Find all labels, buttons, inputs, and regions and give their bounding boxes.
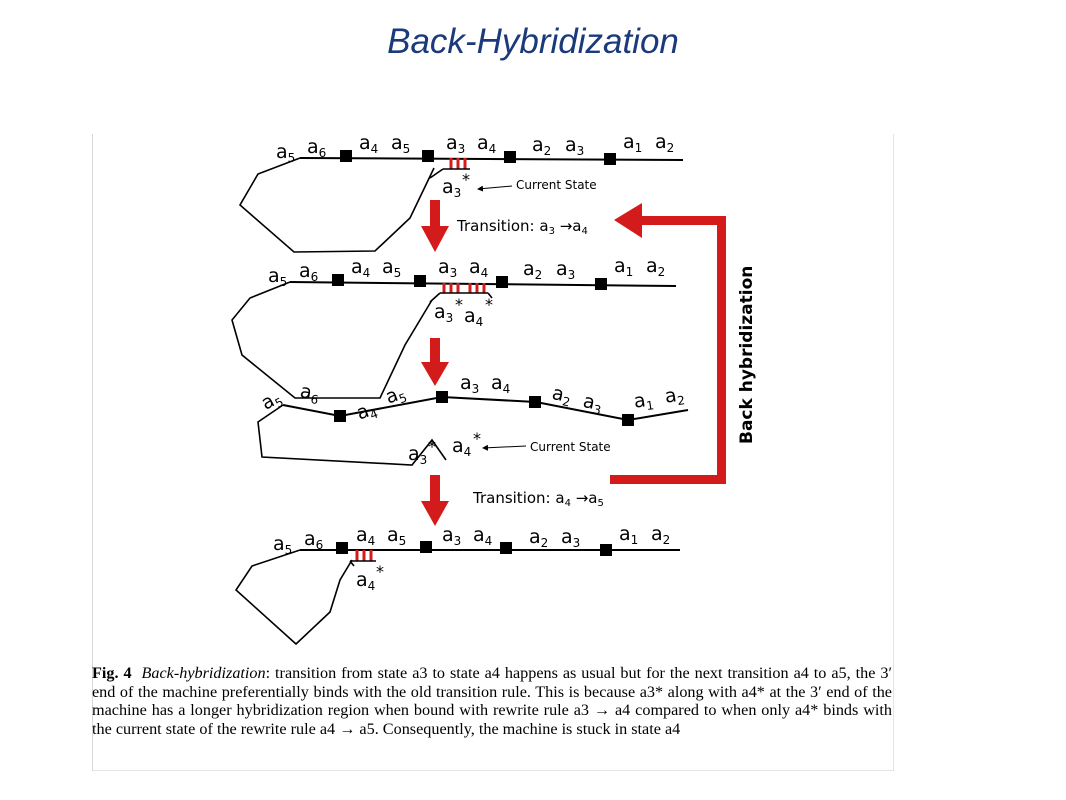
junction-square <box>422 150 434 162</box>
star-mark: * <box>455 295 463 314</box>
symbol-label: a3 <box>561 526 580 550</box>
star-mark: * <box>376 562 384 581</box>
caption-fig-label: Fig. 4 <box>92 664 132 682</box>
junction-square <box>600 544 612 556</box>
probe-label: a3 <box>442 176 461 200</box>
symbol-label: a5 <box>387 524 406 548</box>
symbol-label: a3 <box>438 256 457 280</box>
slide-title: Back-Hybridization <box>387 22 679 61</box>
symbol-label: a5 <box>382 256 401 280</box>
symbol-label: a4 <box>491 372 510 396</box>
symbol-label: a6 <box>298 380 321 407</box>
strand-1 <box>299 157 684 161</box>
transition-arrow-2 <box>421 338 449 386</box>
probe-label: a4 <box>356 569 375 593</box>
junction-square <box>334 410 346 422</box>
junction-square <box>496 276 508 288</box>
symbol-label: a1 <box>623 131 642 155</box>
junction-square <box>504 151 516 163</box>
symbol-label: a2 <box>655 131 674 155</box>
star-mark: * <box>462 170 470 189</box>
stage-2: a5 a6 a4 a5 a3 a4 a2 a3 a1 a2 a3 * a4 * <box>231 255 677 399</box>
symbol-label: a4 <box>356 524 375 548</box>
symbol-label: a5 <box>276 141 295 165</box>
transition-2-label: Transition: a4 →a5 <box>472 489 604 509</box>
symbol-label: a2 <box>532 134 551 158</box>
caption-title: Back-hybridization <box>141 664 266 682</box>
symbol-label: a3 <box>460 372 479 396</box>
symbol-label: a2 <box>646 255 665 279</box>
symbol-label: a3 <box>581 390 605 417</box>
back-hybridization-diagram: a5 a6 a4 a5 a3 a4 a2 a3 a1 a2 a3 * Curre… <box>231 131 757 646</box>
loop-1 <box>238 157 435 253</box>
symbol-label: a4 <box>354 397 380 426</box>
probe-label: a3 <box>434 301 453 325</box>
loop-3 <box>257 404 447 466</box>
probe-label: a4 <box>464 305 483 329</box>
transition-arrow-3 <box>421 475 449 526</box>
back-hybridization-label: Back hybridization <box>737 266 757 444</box>
symbol-label: a5 <box>391 132 410 156</box>
hybridization-bars <box>442 283 486 293</box>
star-mark: * <box>485 295 493 314</box>
probe-label: a3 <box>408 443 427 467</box>
figure-frame <box>92 134 894 771</box>
symbol-label: a1 <box>632 388 654 414</box>
stage-3: a5 a6 a4 a5 a3 a4 a2 a3 a1 a2 a3 * a4 * … <box>257 372 689 467</box>
back-hybridization-arrow <box>610 203 726 484</box>
symbol-label: a5 <box>383 381 409 410</box>
symbol-label: a5 <box>273 533 292 557</box>
symbol-label: a6 <box>304 528 323 552</box>
symbol-label: a4 <box>473 524 492 548</box>
symbol-label: a5 <box>268 265 287 289</box>
hybridization-bars <box>355 550 373 561</box>
junction-square <box>529 396 541 408</box>
symbol-label: a2 <box>529 526 548 550</box>
loop-2 <box>231 281 433 399</box>
hybridization-bars <box>449 158 467 169</box>
symbol-label: a1 <box>619 523 638 547</box>
symbol-label: a2 <box>523 258 542 282</box>
symbol-label: a2 <box>663 383 685 409</box>
symbol-label: a3 <box>442 524 461 548</box>
star-mark: * <box>473 429 481 448</box>
symbol-label: a6 <box>299 260 318 284</box>
transition-1-label: Transition: a3 →a4 <box>456 217 588 237</box>
symbol-label: a4 <box>351 256 370 280</box>
junction-square <box>622 414 634 426</box>
symbol-label: a3 <box>565 134 584 158</box>
symbol-label: a4 <box>477 132 496 156</box>
transition-arrow-1 <box>421 200 449 252</box>
junction-square <box>332 274 344 286</box>
current-state-note: Current State <box>516 178 597 192</box>
current-state-note: Current State <box>530 440 611 454</box>
loop-4 <box>234 549 353 646</box>
symbol-label: a3 <box>556 258 575 282</box>
junction-square <box>595 278 607 290</box>
symbol-label: a3 <box>446 132 465 156</box>
symbol-label: a2 <box>651 523 670 547</box>
junction-square <box>604 153 616 165</box>
symbol-label: a5 <box>258 386 286 416</box>
strand-3 <box>282 395 689 422</box>
caption-text: : transition from state a3 to state a4 h… <box>92 664 893 738</box>
junction-square <box>420 541 432 553</box>
symbol-label: a1 <box>614 255 633 279</box>
symbol-label: a4 <box>359 132 378 156</box>
junction-square <box>500 542 512 554</box>
stage-4: a5 a6 a4 a5 a3 a4 a2 a3 a1 a2 a4 * <box>234 523 680 646</box>
junction-square <box>340 150 352 162</box>
probe-label: a4 <box>452 435 471 459</box>
junction-square <box>336 542 348 554</box>
symbol-label: a4 <box>469 256 488 280</box>
symbol-label: a6 <box>307 136 326 160</box>
figure-caption: Fig. 4 Back-hybridization: transition fr… <box>92 664 892 738</box>
junction-square <box>414 275 426 287</box>
star-mark: * <box>428 437 436 456</box>
junction-square <box>436 391 448 403</box>
